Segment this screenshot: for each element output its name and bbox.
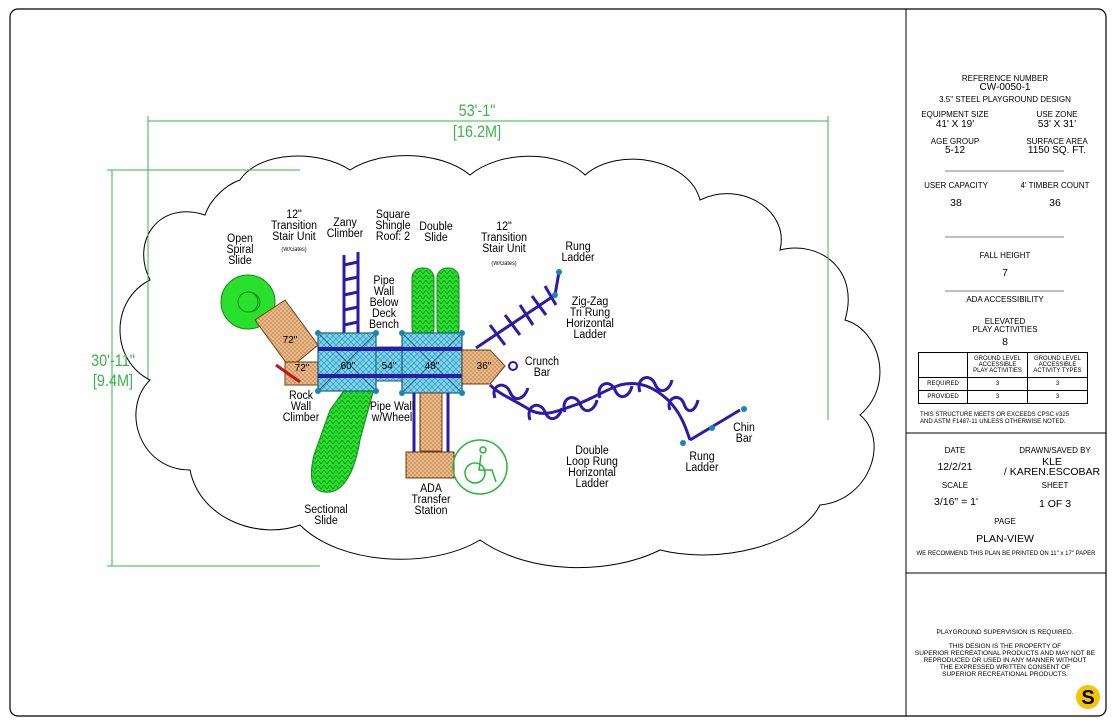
double-slide: [411, 267, 460, 339]
transition-stair-right: [461, 349, 506, 385]
label-transition-right-note: (W/Gates): [491, 261, 517, 267]
label-pipe-wall-wheel: Pipe Wall w/Wheel: [369, 401, 415, 424]
label-zig-zag-ladder: Zig-Zag Tri Rung Horizontal Ladder: [566, 296, 614, 341]
depth-dimension-m: [9.4M]: [92, 371, 134, 390]
superior-logo-icon: S: [1076, 685, 1100, 709]
date-value: 12/2/21: [937, 461, 973, 473]
width-dimension-ft: 53'-1": [458, 101, 496, 120]
sheet-border: [9, 8, 1107, 717]
property-note: THIS DESIGN IS THE PROPERTY OF SUPERIOR …: [914, 643, 1096, 678]
use-zone-outline: [119, 155, 881, 569]
print-note: WE RECOMMEND THIS PLAN BE PRINTED ON 11"…: [916, 551, 1096, 557]
deck-height-label: 54": [381, 361, 397, 372]
table-row-label: PROVIDED: [918, 390, 968, 404]
sheet-label: SHEET: [1041, 481, 1069, 490]
drawn-by-label: DRAWN/SAVED BY: [1019, 446, 1091, 455]
depth-dimension-ft: 30'-11": [91, 351, 135, 370]
equipment-size-label: EQUIPMENT SIZE: [921, 110, 989, 119]
table-row-label: REQUIRED: [918, 377, 968, 391]
label-zany-climber: Zany Climber: [326, 217, 364, 240]
post-frame: [318, 347, 462, 378]
label-double-loop-ladder: Double Loop Rung Horizontal Ladder: [566, 445, 618, 490]
deck-height-label: 60": [340, 361, 356, 372]
age-group: 5-12: [944, 145, 965, 156]
deck-height-label: 72": [282, 335, 298, 346]
compliance-note: THIS STRUCTURE MEETS OR EXCEEDS CPSC #32…: [920, 412, 1070, 425]
label-ada-transfer-station: ADA Transfer Station: [411, 483, 451, 517]
scale-value: 3/16" = 1': [934, 496, 978, 508]
zany-climber: [342, 252, 360, 340]
double-loop-ladder: [488, 376, 741, 442]
use-zone-label: USE ZONE: [1036, 110, 1078, 119]
surface-area-label: SURFACE AREA: [1026, 137, 1088, 146]
scale-label: SCALE: [941, 481, 969, 490]
label-sectional-slide: Sectional Slide: [304, 504, 348, 527]
table-header: GROUND LEVEL ACCESSIBLE ACTIVITY TYPES: [1027, 352, 1088, 378]
date-label: DATE: [944, 446, 966, 455]
surface-area: 1150 SQ. FT.: [1027, 145, 1087, 156]
ada-accessibility-label: ADA ACCESSIBILITY: [966, 295, 1044, 304]
reference-label: REFERENCE NUMBER: [961, 74, 1049, 83]
page-label: PAGE: [994, 517, 1016, 526]
page-value: PLAN-VIEW: [976, 533, 1034, 545]
depth-dimension: [107, 169, 320, 567]
deck-height-label: 72": [294, 363, 310, 374]
svg-text:S: S: [1081, 687, 1094, 709]
label-double-slide: Double Slide: [419, 221, 453, 244]
elevated-activities: 8: [1002, 336, 1008, 348]
label-transition-right: 12" Transition Stair Unit: [480, 221, 528, 255]
ada-accessibility-table: GROUND LEVEL ACCESSIBLE PLAY ACTIVITIES …: [918, 352, 1088, 404]
deck-60: [317, 332, 377, 392]
label-rung-ladder-bottom: Rung Ladder: [685, 451, 719, 474]
table-cell: 3: [1027, 377, 1088, 391]
fall-height: 7: [1002, 267, 1008, 279]
label-transition-left-note: (W/Gates): [281, 247, 307, 253]
width-dimension-m: [16.2M]: [452, 122, 502, 141]
reference-number: CW-0050-1: [979, 82, 1031, 93]
deck-height-label: 36": [476, 361, 492, 372]
drawn-by: KLE / KAREN.ESCOBAR: [1003, 456, 1101, 478]
label-chin-bar: Chin Bar: [733, 422, 755, 445]
user-capacity: 38: [950, 197, 962, 209]
table-cell: 3: [967, 377, 1028, 391]
label-crunch-bar: Crunch Bar: [524, 356, 560, 379]
supervision-note: PLAYGROUND SUPERVISION IS REQUIRED.: [936, 629, 1074, 636]
user-capacity-label: USER CAPACITY: [924, 181, 988, 190]
table-header: GROUND LEVEL ACCESSIBLE PLAY ACTIVITIES: [967, 352, 1028, 378]
fall-height-label: FALL HEIGHT: [979, 251, 1031, 260]
label-transition-left: 12" Transition Stair Unit: [270, 209, 318, 243]
age-group-label: AGE GROUP: [930, 137, 980, 146]
ada-transfer-station: [405, 392, 455, 479]
timber-count-label: 4' TIMBER COUNT: [1020, 181, 1090, 190]
label-open-spiral-slide: Open Spiral Slide: [226, 233, 254, 267]
timber-count: 36: [1049, 197, 1061, 209]
elevated-activities-label: ELEVATED PLAY ACTIVITIES: [972, 317, 1038, 334]
deck-height-label: 48": [424, 361, 440, 372]
table-cell: 3: [1027, 390, 1088, 404]
label-pipe-wall-bench: Pipe Wall Below Deck Bench: [368, 275, 399, 331]
sheet-value: 1 OF 3: [1038, 498, 1072, 510]
label-square-shingle-roof: Square Shingle Roof: 2: [375, 209, 411, 243]
width-dimension: [147, 116, 829, 420]
equipment-size: 41' X 19': [935, 119, 975, 130]
label-rung-ladder-top: Rung Ladder: [561, 241, 595, 264]
wheelchair-symbol: [452, 439, 508, 495]
zig-zag-ladder: [475, 271, 561, 350]
label-rock-wall-climber: Rock Wall Climber: [282, 390, 320, 424]
sectional-slide: [310, 384, 376, 493]
use-zone: 53' X 31': [1037, 119, 1077, 130]
table-cell: 3: [967, 390, 1028, 404]
design-name: 3.5" STEEL PLAYGROUND DESIGN: [939, 95, 1071, 104]
